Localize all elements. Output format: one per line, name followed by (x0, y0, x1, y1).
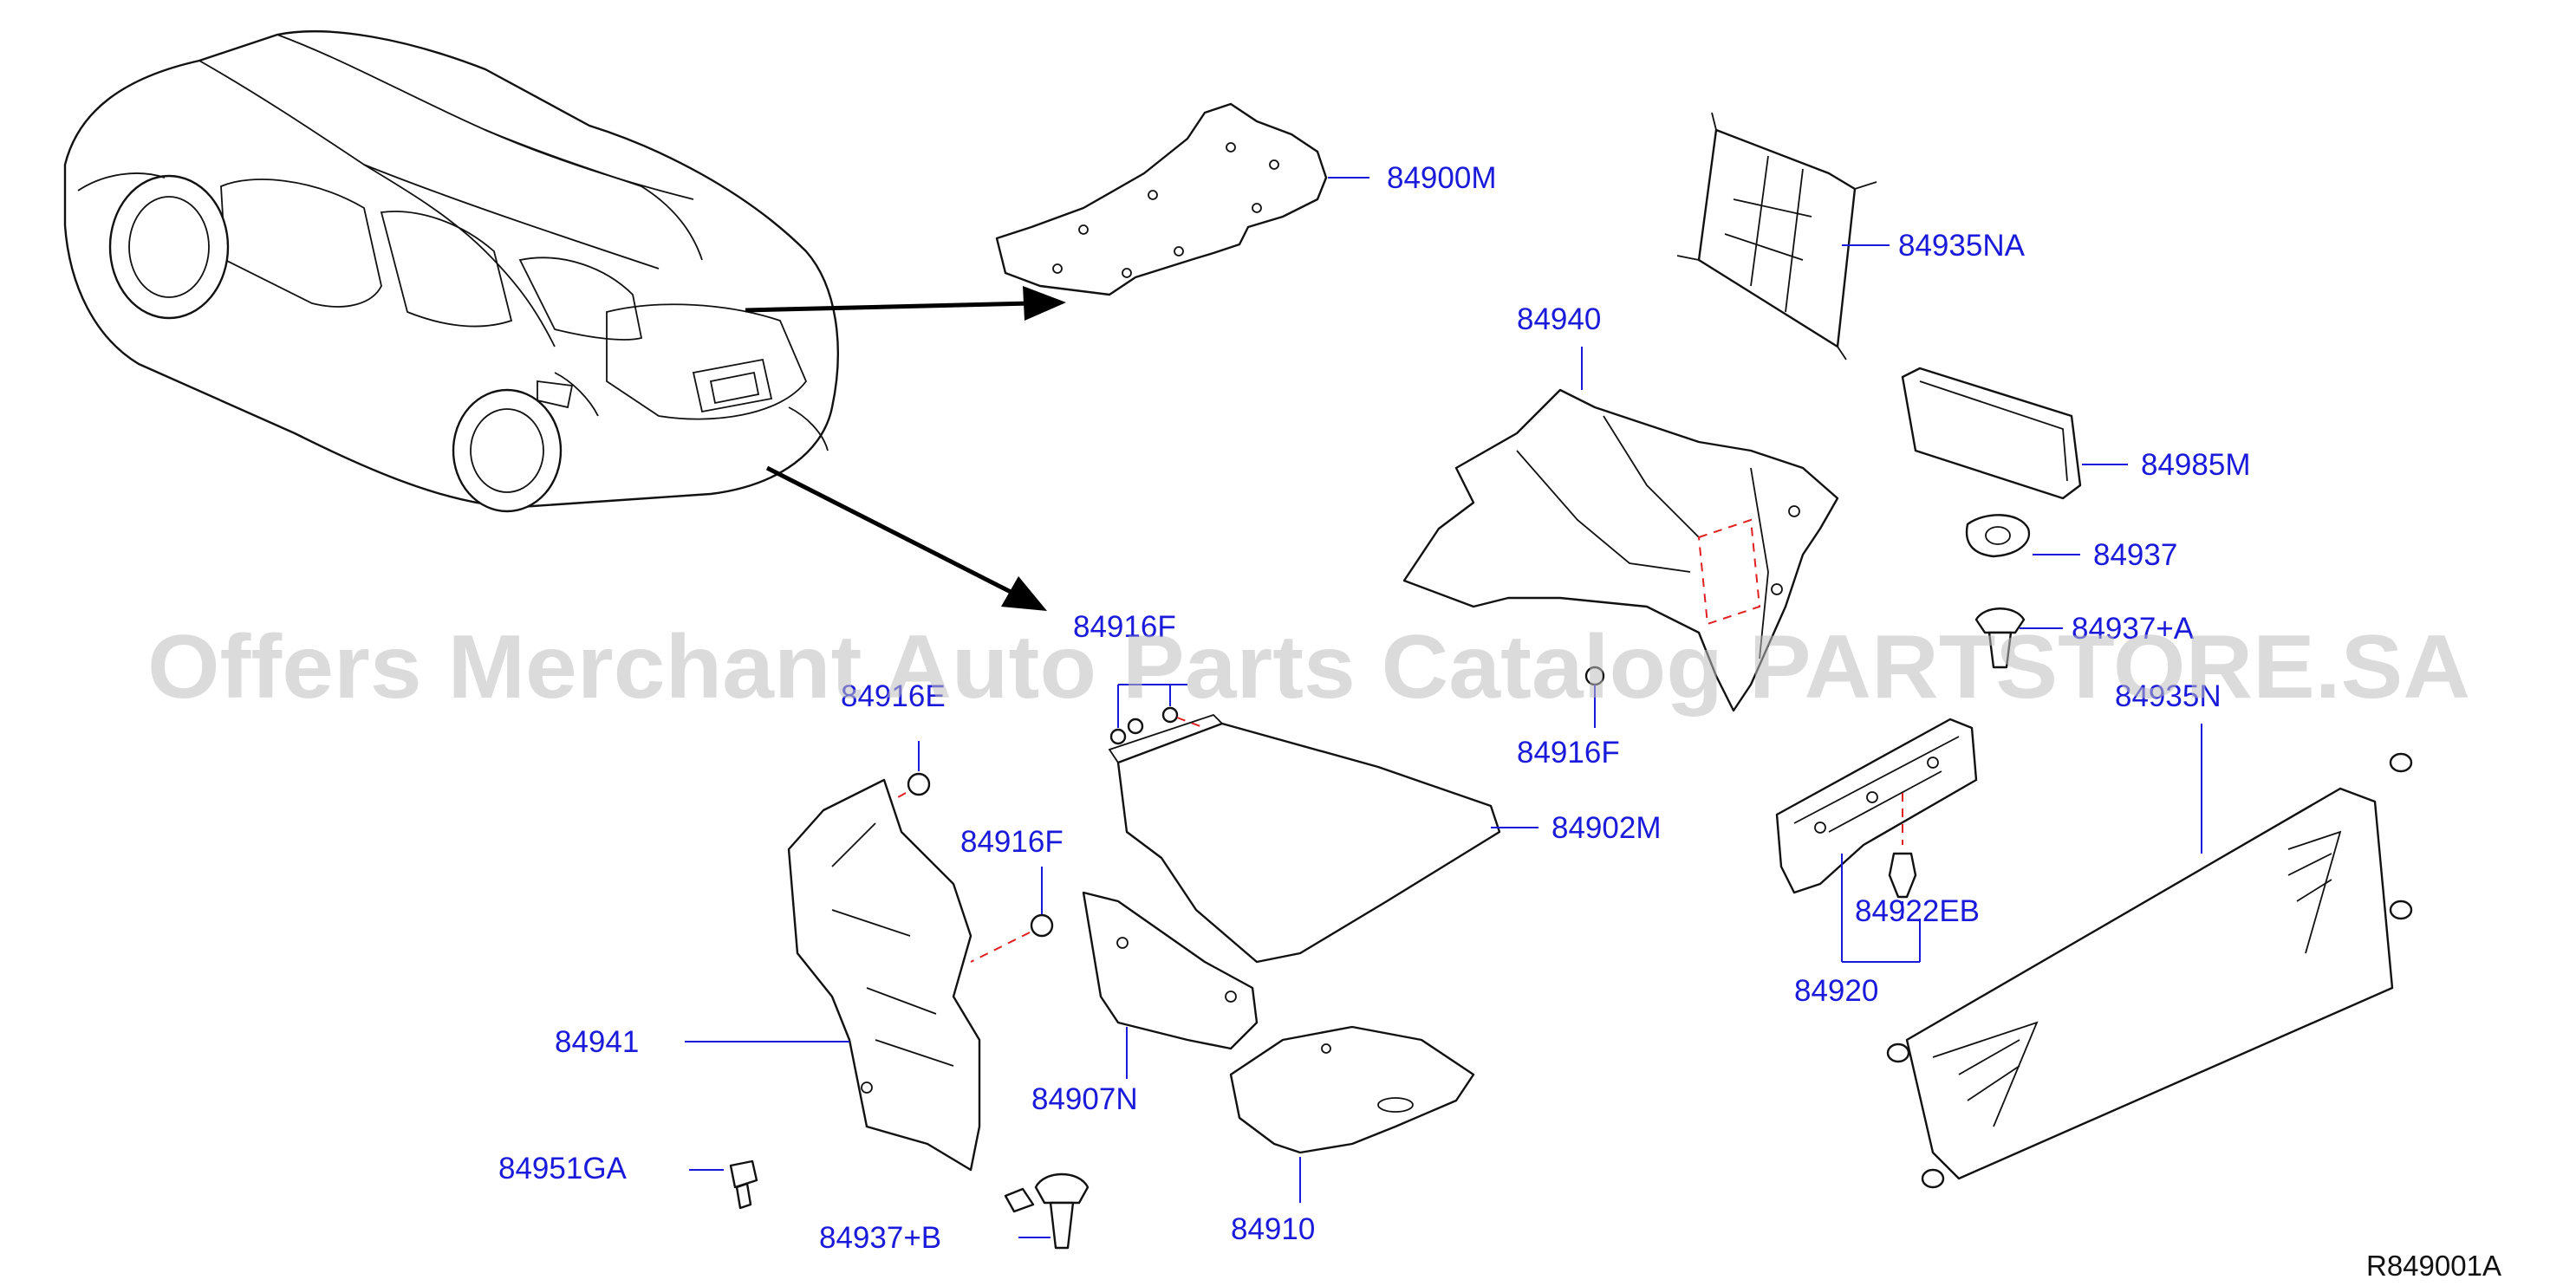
screws-84916F-top-part (1109, 706, 1206, 745)
car-illustration (63, 30, 839, 513)
label-84920: 84920 (1794, 974, 1878, 1008)
rear-plate-trim-part (1775, 718, 1978, 894)
storage-box-part (1901, 367, 2082, 500)
clip-84937A-part (1974, 607, 2026, 669)
clip-84937B-part (1004, 1172, 1090, 1250)
screw-84916F-mid-part (970, 913, 1054, 963)
reference-code: R849001A (2366, 1250, 2501, 1282)
label-84937: 84937 (2093, 538, 2177, 572)
arrow-to-trunk-lid (745, 286, 1066, 321)
label-84916F-mid: 84916F (960, 825, 1064, 859)
arrow-to-trunk-floor (765, 465, 1047, 611)
bracket-84907N-part (1082, 891, 1259, 1050)
trunk-side-trim-part (1402, 388, 1839, 712)
label-84900M: 84900M (1387, 161, 1496, 195)
cover-84910-part (1229, 1025, 1475, 1154)
label-84985M: 84985M (2141, 448, 2250, 482)
label-84935N: 84935N (2115, 679, 2221, 713)
label-84951GA: 84951GA (498, 1152, 628, 1185)
clip-84937-part (1965, 514, 2031, 558)
watermark-text: Offers Merchant Auto Parts Catalog PARTS… (147, 617, 2470, 718)
trunk-floor-mat-part (1108, 713, 1501, 964)
label-84937A: 84937+A (2072, 612, 2195, 646)
clip-84922EB-part (1888, 852, 1917, 899)
label-84941: 84941 (555, 1025, 639, 1059)
label-84910: 84910 (1231, 1212, 1315, 1246)
label-84922EB: 84922EB (1855, 894, 1980, 928)
label-84916E: 84916E (841, 679, 946, 713)
label-84940: 84940 (1517, 302, 1601, 336)
label-84907N: 84907N (1031, 1082, 1138, 1116)
cargo-net-floor-part (1886, 752, 2413, 1189)
side-finisher-part (787, 778, 981, 1172)
cargo-net-upper-part (1676, 112, 1877, 360)
label-84902M: 84902M (1551, 811, 1661, 845)
label-84916F-top: 84916F (1073, 610, 1176, 644)
trunk-lid-finisher-part (995, 102, 1328, 296)
label-84935NA: 84935NA (1898, 229, 2026, 263)
clip-84951GA-part (729, 1159, 758, 1210)
label-84916F-right: 84916F (1517, 736, 1620, 770)
label-84937B: 84937+B (819, 1221, 941, 1255)
